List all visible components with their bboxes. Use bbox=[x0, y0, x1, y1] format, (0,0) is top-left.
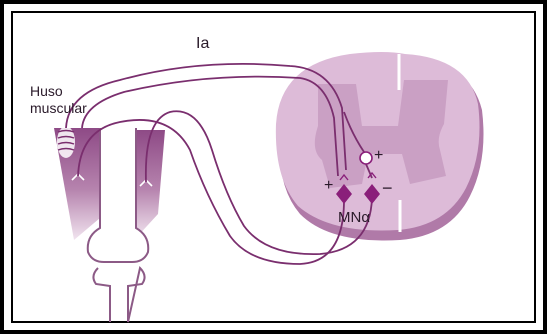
interneuron-icon bbox=[360, 152, 372, 164]
muscle-spindle-icon bbox=[57, 126, 75, 158]
inhibitory-sign: − bbox=[382, 178, 393, 198]
nerve-label: Ia bbox=[196, 35, 209, 52]
excitatory-sign: + bbox=[324, 177, 333, 194]
interneuron-sign: + bbox=[374, 147, 383, 164]
spindle-label-line2: muscular bbox=[30, 100, 87, 116]
spindle-label-line1: Huso bbox=[30, 83, 63, 99]
motoneuron-label: MNα bbox=[338, 209, 370, 226]
